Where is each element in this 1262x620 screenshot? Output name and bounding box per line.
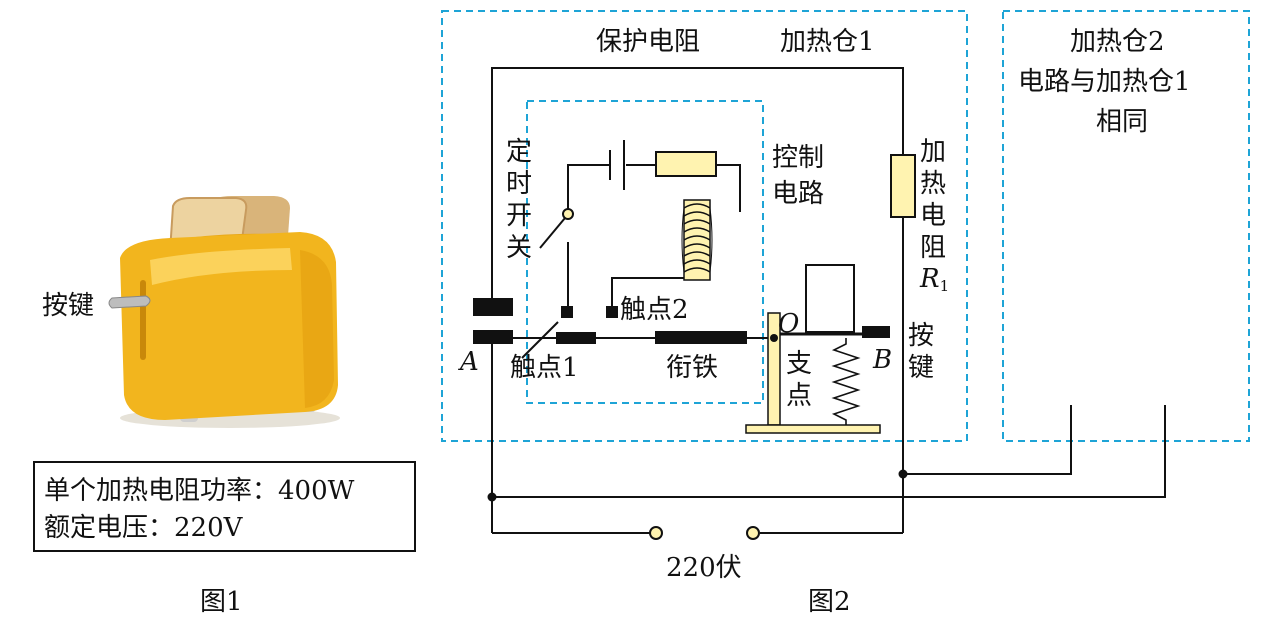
label-point-O: O	[778, 309, 799, 339]
toaster-illustration	[108, 196, 340, 428]
label-chamber1: 加热仓1	[780, 27, 875, 57]
label-timer-switch-3: 开	[506, 201, 532, 231]
spec-box	[33, 461, 416, 552]
label-chamber2-line3: 相同	[1096, 107, 1148, 137]
pivot-point	[770, 334, 778, 342]
label-key-2: 键	[908, 353, 934, 383]
label-supply: 220伏	[666, 553, 742, 583]
label-point-A: A	[458, 347, 479, 377]
label-point-B: B	[872, 345, 892, 375]
label-protection-resistor: 保护电阻	[596, 27, 700, 57]
label-chamber2-line2: 电路与加热仓1	[1018, 67, 1191, 97]
label-pivot-2: 点	[786, 381, 812, 411]
timer-switch-pivot[interactable]	[562, 208, 574, 220]
key-press-block[interactable]	[805, 264, 855, 333]
chamber2-frame	[1002, 10, 1250, 442]
contact-A-upper	[473, 298, 513, 316]
label-chamber2-line1: 加热仓2	[1070, 27, 1165, 57]
label-heating-resistor-4: 阻	[920, 233, 946, 263]
label-armature: 衔铁	[666, 353, 718, 383]
spec-power: 单个加热电阻功率：400W	[44, 476, 355, 506]
control-circuit-frame	[526, 100, 764, 404]
label-R1-main: R	[919, 264, 940, 294]
spec-voltage: 额定电压：220V	[44, 513, 244, 543]
button-label: 按键	[42, 291, 94, 321]
toaster-button[interactable]	[108, 295, 151, 309]
label-pivot-1: 支	[786, 349, 812, 379]
pivot-base	[745, 424, 881, 434]
label-contact2: 触点2	[620, 295, 689, 325]
label-heating-resistor-3: 电	[920, 201, 946, 231]
figure2-caption: 图2	[808, 587, 851, 617]
contact-A-lower	[473, 330, 513, 344]
toaster-highlight	[150, 248, 292, 285]
supply-terminal-left[interactable]	[649, 526, 663, 540]
label-key-1: 按	[908, 321, 934, 351]
armature-segment-2	[655, 331, 747, 344]
toaster-side-shade	[300, 250, 334, 408]
label-heating-resistor-2: 热	[920, 169, 946, 199]
label-control-circuit-1: 控制	[772, 143, 824, 173]
label-R1: R1	[919, 264, 949, 295]
junction-right	[898, 469, 908, 479]
contact-B	[862, 326, 890, 338]
label-control-circuit-2: 电路	[772, 179, 824, 209]
label-R1-sub: 1	[940, 277, 950, 295]
heating-resistor-R1	[890, 154, 916, 218]
spring	[831, 338, 861, 425]
wires	[491, 67, 1166, 534]
armature-segment-1	[556, 332, 596, 344]
label-timer-switch-4: 关	[506, 233, 532, 263]
figure1-caption: 图1	[200, 587, 243, 617]
chamber1-frame	[441, 10, 968, 442]
label-heating-resistor-1: 加	[920, 137, 946, 167]
label-contact1: 触点1	[510, 353, 579, 383]
contact2-block	[606, 306, 618, 318]
label-timer-switch-2: 时	[506, 169, 532, 199]
junction-left	[487, 492, 497, 502]
protection-resistor	[655, 151, 717, 177]
lever-slot	[140, 280, 146, 360]
contact1-block	[561, 306, 573, 318]
label-timer-switch-1: 定	[506, 137, 532, 167]
electromagnet-coil	[681, 199, 713, 281]
supply-terminal-right[interactable]	[746, 526, 760, 540]
